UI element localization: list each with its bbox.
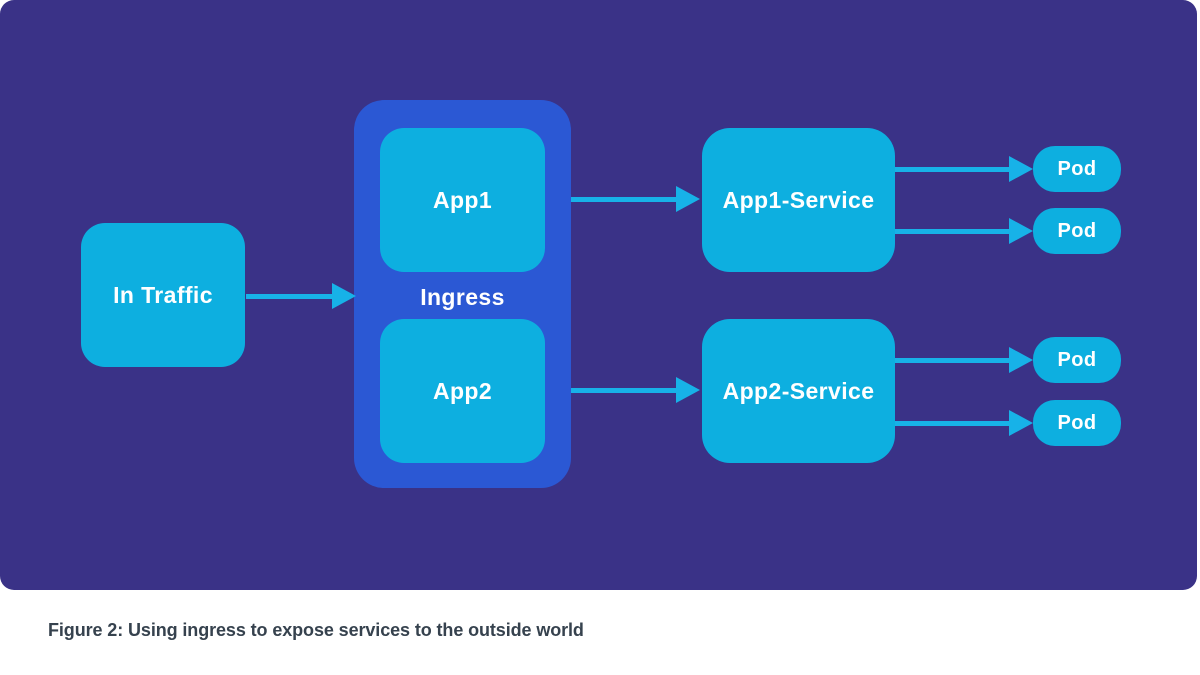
node-in-traffic-label: In Traffic (113, 281, 213, 308)
node-app2-service-label: App2-Service (722, 377, 875, 404)
arrow-head-icon (676, 186, 700, 212)
arrow-line (571, 197, 678, 202)
node-pod-4: Pod (1033, 400, 1121, 446)
arrow-head-icon (1009, 347, 1033, 373)
arrow-line (895, 421, 1010, 426)
node-app1: App1 (380, 128, 545, 272)
arrow-head-icon (1009, 156, 1033, 182)
node-pod-2: Pod (1033, 208, 1121, 254)
node-app2: App2 (380, 319, 545, 463)
node-app1-service: App1-Service (702, 128, 895, 272)
arrow-line (895, 167, 1010, 172)
arrow-head-icon (1009, 410, 1033, 436)
arrow-head-icon (332, 283, 356, 309)
arrow-line (571, 388, 678, 393)
node-pod-3: Pod (1033, 337, 1121, 383)
arrow-line (246, 294, 334, 299)
arrow-line (895, 229, 1010, 234)
node-app2-service: App2-Service (702, 319, 895, 463)
arrow-head-icon (1009, 218, 1033, 244)
arrow-head-icon (676, 377, 700, 403)
ingress-group-label: Ingress (420, 283, 505, 310)
arrow-line (895, 358, 1010, 363)
node-app1-service-label: App1-Service (722, 186, 875, 213)
figure-caption: Figure 2: Using ingress to expose servic… (48, 620, 584, 640)
node-pod-1: Pod (1033, 146, 1121, 192)
node-app1-label: App1 (432, 186, 493, 213)
node-in-traffic: In Traffic (81, 223, 245, 367)
node-app2-label: App2 (432, 377, 493, 404)
